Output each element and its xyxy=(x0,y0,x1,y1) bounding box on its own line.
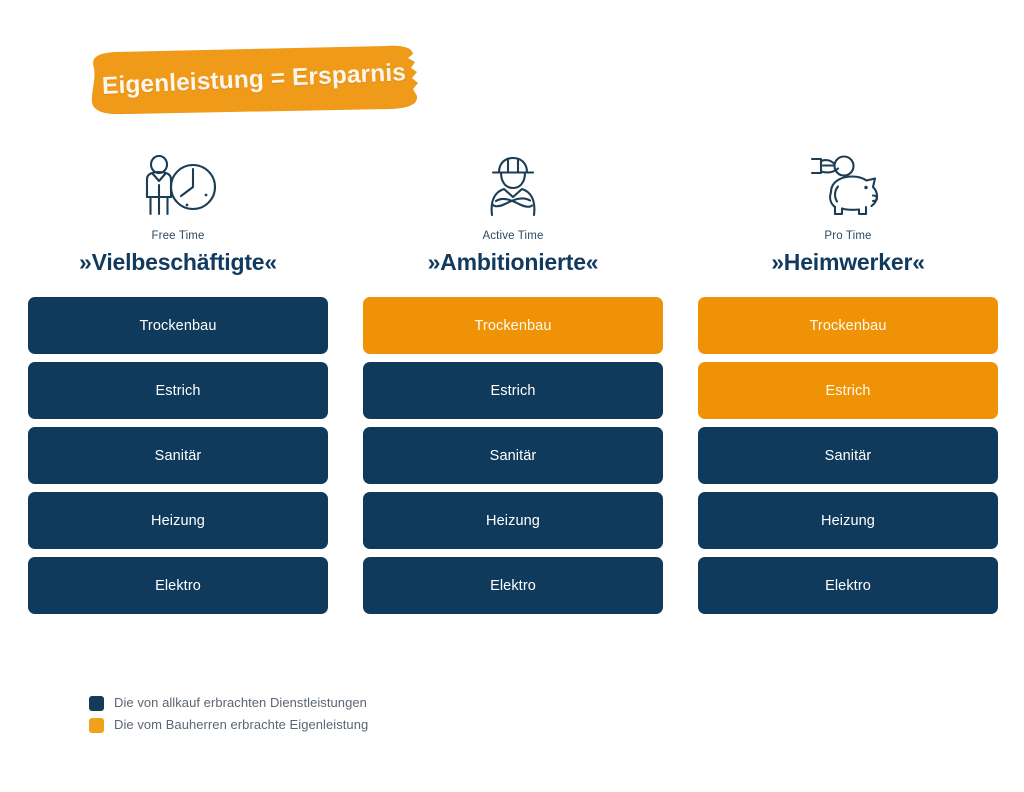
legend-item-dienstleistungen: Die von allkauf erbrachten Dienstleistun… xyxy=(89,695,368,711)
column-ambitionierte: Active Time »Ambitionierte« Trockenbau E… xyxy=(363,150,663,615)
legend-label: Die vom Bauherren erbrachte Eigenleistun… xyxy=(114,717,369,733)
bar-elektro[interactable]: Elektro xyxy=(698,557,998,615)
headline-banner: Eigenleistung = Ersparnis xyxy=(86,44,426,116)
legend-label: Die von allkauf erbrachten Dienstleistun… xyxy=(114,695,367,710)
bar-estrich[interactable]: Estrich xyxy=(698,362,998,420)
banner-brushstroke-icon xyxy=(91,45,419,115)
bar-heizung[interactable]: Heizung xyxy=(28,492,328,550)
column-bars: Trockenbau Estrich Sanitär Heizung Elekt… xyxy=(698,297,998,615)
bar-sanitaer[interactable]: Sanitär xyxy=(28,427,328,485)
worker-crossed-arms-icon xyxy=(363,150,663,222)
bar-trockenbau[interactable]: Trockenbau xyxy=(363,297,663,355)
column-kicker: Pro Time xyxy=(824,230,872,242)
column-bars: Trockenbau Estrich Sanitär Heizung Elekt… xyxy=(363,297,663,615)
bar-heizung[interactable]: Heizung xyxy=(363,492,663,550)
column-kicker: Free Time xyxy=(151,230,205,242)
column-heimwerker: Pro Time »Heimwerker« Trockenbau Estrich… xyxy=(698,150,998,615)
bar-elektro[interactable]: Elektro xyxy=(363,557,663,615)
column-kicker: Active Time xyxy=(482,230,544,242)
bar-sanitaer[interactable]: Sanitär xyxy=(698,427,998,485)
banner-label: Eigenleistung = Ersparnis xyxy=(101,59,407,100)
column-bars: Trockenbau Estrich Sanitär Heizung Elekt… xyxy=(28,297,328,615)
bar-estrich[interactable]: Estrich xyxy=(28,362,328,420)
bar-trockenbau[interactable]: Trockenbau xyxy=(698,297,998,355)
bar-elektro[interactable]: Elektro xyxy=(28,557,328,615)
bar-trockenbau[interactable]: Trockenbau xyxy=(28,297,328,355)
column-title: »Heimwerker« xyxy=(771,248,925,275)
legend: Die von allkauf erbrachten Dienstleistun… xyxy=(89,695,368,734)
column-title: »Ambitionierte« xyxy=(427,248,599,275)
legend-swatch-orange-icon xyxy=(89,717,104,733)
comparison-columns: Free Time »Vielbeschäftigte« Trockenbau … xyxy=(28,150,1000,615)
legend-swatch-navy-icon xyxy=(89,695,104,711)
bar-estrich[interactable]: Estrich xyxy=(363,362,663,420)
bar-heizung[interactable]: Heizung xyxy=(698,492,998,550)
piggy-bank-coin-icon xyxy=(698,150,998,222)
column-vielbeschaeftigte: Free Time »Vielbeschäftigte« Trockenbau … xyxy=(28,150,328,615)
legend-item-eigenleistung: Die vom Bauherren erbrachte Eigenleistun… xyxy=(89,717,368,733)
person-with-clock-icon xyxy=(28,150,328,222)
bar-sanitaer[interactable]: Sanitär xyxy=(363,427,663,485)
column-title: »Vielbeschäftigte« xyxy=(79,248,277,275)
